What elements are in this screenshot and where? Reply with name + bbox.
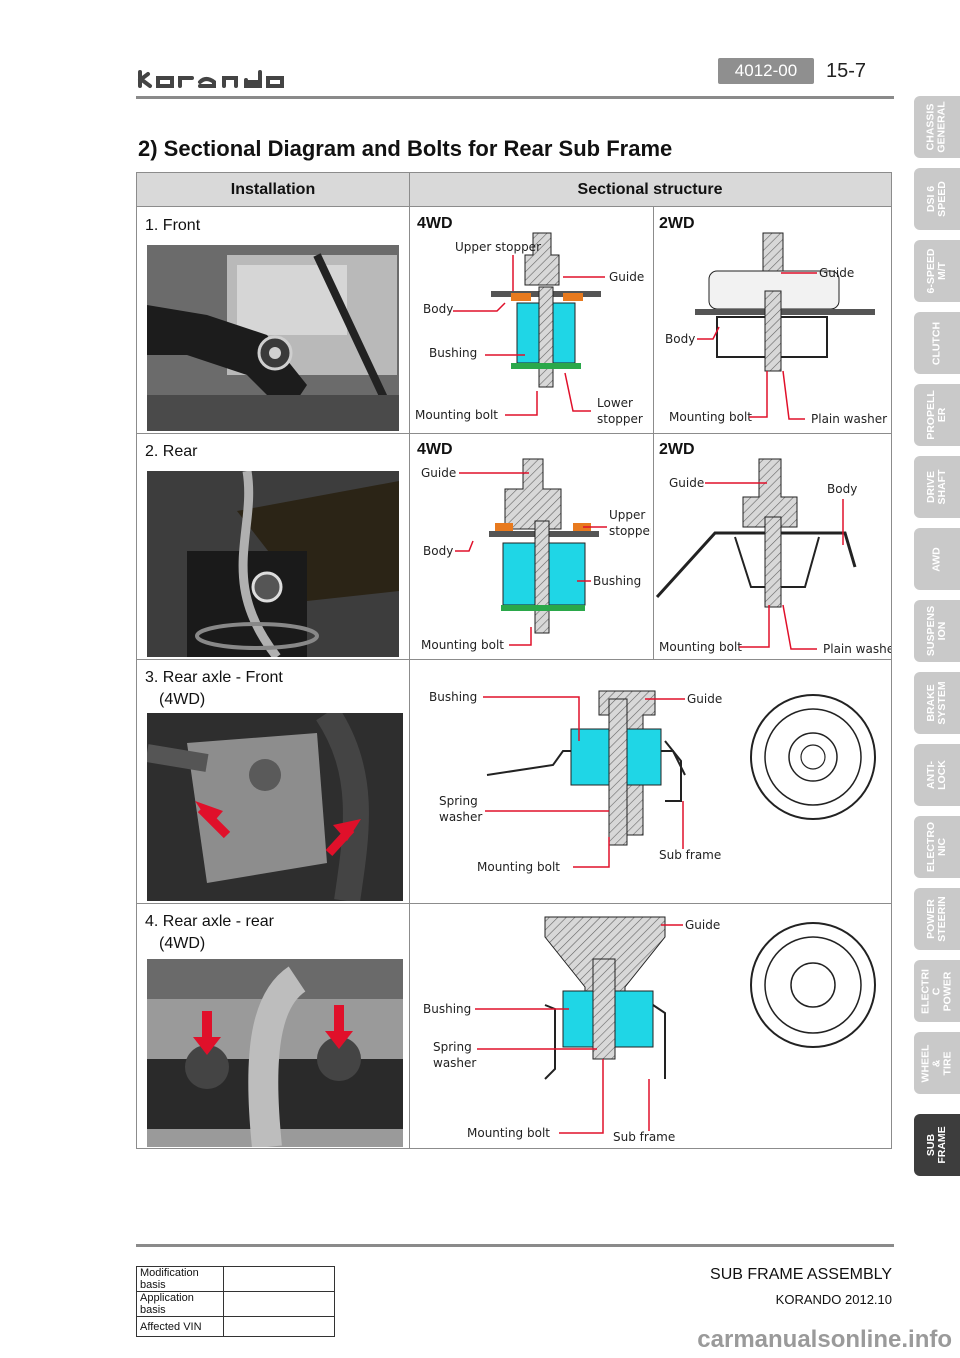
photo-front-mount <box>147 245 399 431</box>
tab-awd[interactable]: AWD <box>914 528 960 590</box>
callout-mounting-bolt: Mounting bolt <box>421 638 504 652</box>
diagram-rear-2wd: Guide Body Mounting bolt Plain washer <box>655 458 891 656</box>
tab-drive-shaft[interactable]: DRIVE SHAFT <box>914 456 960 518</box>
callout-spring: Spring <box>433 1040 472 1054</box>
footer-rule <box>136 1244 894 1247</box>
callout-mounting-bolt: Mounting bolt <box>467 1126 550 1140</box>
callout-guide: Guide <box>421 466 456 480</box>
diagram-axle-front: Bushing Guide Spring washer Mounting bol… <box>429 690 876 874</box>
callout-guide: Guide <box>609 270 644 284</box>
row-label-rear: 2. Rear <box>145 443 198 460</box>
callout-body: Body <box>827 482 857 496</box>
callout-lower: Lower <box>597 396 633 410</box>
row-label-axle-front: 3. Rear axle - Front (4WD) <box>145 669 283 708</box>
page-title: 2) Sectional Diagram and Bolts for Rear … <box>138 136 673 161</box>
row-divider <box>137 659 891 660</box>
callout-bushing: Bushing <box>429 346 477 360</box>
callout-plain-washer: Plain washer <box>811 412 887 426</box>
row-divider <box>137 433 891 434</box>
table-divider <box>409 173 410 1148</box>
diagram-front-4wd: Upper stopper Guide Body Bushing Mountin… <box>415 232 644 426</box>
page-number: 15-7 <box>826 60 867 82</box>
callout-upper: Upper <box>609 508 645 522</box>
tab-sub-frame[interactable]: SUB FRAME <box>914 1114 960 1176</box>
type-2wd-label: 2WD <box>659 215 695 232</box>
callout-upper-stopper: Upper stopper <box>455 240 541 254</box>
tab-anti-lock[interactable]: ANTI- LOCK <box>914 744 960 806</box>
footer-model: KORANDO 2012.10 <box>775 1292 892 1307</box>
korando-logo <box>138 70 284 88</box>
callout-body: Body <box>665 332 695 346</box>
callout-washer: washer <box>439 810 482 824</box>
tab-brake-system[interactable]: BRAKE SYSTEM <box>914 672 960 734</box>
diagram-axle-rear: Guide Bushing Spring washer Mounting bol… <box>423 916 876 1144</box>
callout-mounting-bolt: Mounting bolt <box>415 408 498 422</box>
callout-stopper: stopper <box>609 524 651 538</box>
row-divider <box>137 903 891 904</box>
callout-sub-frame: Sub frame <box>613 1130 675 1144</box>
callout-mounting-bolt: Mounting bolt <box>477 860 560 874</box>
callout-washer: washer <box>433 1056 476 1070</box>
mod-label: Affected VIN <box>136 1316 224 1337</box>
photo-axle-rear <box>147 959 403 1147</box>
callout-bushing: Bushing <box>429 690 477 704</box>
tab-electronic[interactable]: ELECTRO NIC <box>914 816 960 878</box>
watermark: carmanualsonline.info <box>697 1326 952 1353</box>
modification-table: Modification basis Application basis Aff… <box>136 1266 335 1337</box>
callout-mounting-bolt: Mounting bolt <box>669 410 752 424</box>
footer-section-title: SUB FRAME ASSEMBLY <box>710 1266 892 1283</box>
callout-sub-frame: Sub frame <box>659 848 721 862</box>
tab-power-steering[interactable]: POWER STEERIN <box>914 888 960 950</box>
diagram-rear-4wd: Guide Upper stopper Body Bushing Mountin… <box>421 458 651 652</box>
tab-6-speed-mt[interactable]: 6-SPEED M/T <box>914 240 960 302</box>
mod-label: Application basis <box>136 1291 224 1317</box>
mod-value <box>223 1316 335 1337</box>
callout-guide: Guide <box>685 918 720 932</box>
tab-suspension[interactable]: SUSPENS ION <box>914 600 960 662</box>
col-header-installation: Installation <box>137 173 409 207</box>
callout-plain-washer: Plain washer <box>823 642 891 656</box>
photo-axle-front <box>147 713 403 901</box>
callout-guide: Guide <box>819 266 854 280</box>
callout-body: Body <box>423 302 453 316</box>
tab-electric-power[interactable]: ELECTRI C POWER <box>914 960 960 1022</box>
sectional-table: Installation Sectional structure 1. Fron… <box>136 172 892 1149</box>
tab-chassis-general[interactable]: CHASSIS GENERAL <box>914 96 960 158</box>
type-4wd-label: 4WD <box>417 441 453 458</box>
callout-body: Body <box>423 544 453 558</box>
callout-spring: Spring <box>439 794 478 808</box>
header-rule <box>136 96 894 99</box>
type-2wd-label: 2WD <box>659 441 695 458</box>
tab-dsi-6-speed[interactable]: DSI 6 SPEED <box>914 168 960 230</box>
mod-value <box>223 1291 335 1317</box>
row-label-front: 1. Front <box>145 217 201 234</box>
callout-bushing: Bushing <box>593 574 641 588</box>
tab-propeller[interactable]: PROPELL ER <box>914 384 960 446</box>
callout-bushing: Bushing <box>423 1002 471 1016</box>
section-code-badge: 4012-00 <box>718 58 814 84</box>
photo-rear-mount <box>147 471 399 657</box>
type-4wd-label: 4WD <box>417 215 453 232</box>
mod-value <box>223 1266 335 1292</box>
callout-guide: Guide <box>669 476 704 490</box>
tab-clutch[interactable]: CLUTCH <box>914 312 960 374</box>
col-header-structure: Sectional structure <box>409 173 891 207</box>
callout-stopper: stopper <box>597 412 643 426</box>
row-label-axle-rear: 4. Rear axle - rear (4WD) <box>145 913 274 952</box>
tab-wheel-tire[interactable]: WHEEL & TIRE <box>914 1032 960 1094</box>
callout-guide: Guide <box>687 692 722 706</box>
callout-mounting-bolt: Mounting bolt <box>659 640 742 654</box>
mod-label: Modification basis <box>136 1266 224 1292</box>
diagram-front-2wd: Guide Body Mounting bolt Plain washer <box>665 232 887 426</box>
